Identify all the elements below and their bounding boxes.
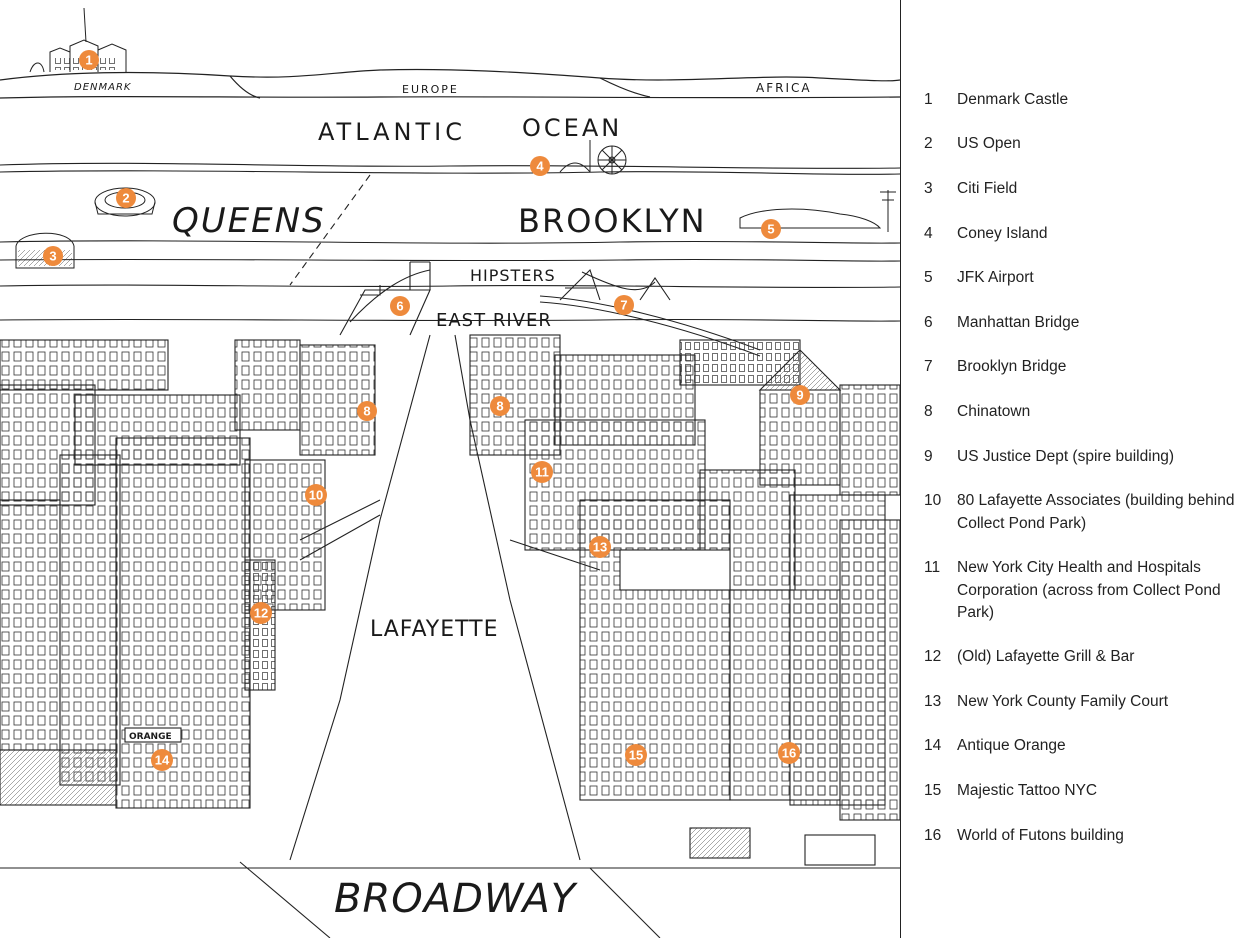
label-ocean: OCEAN bbox=[522, 114, 622, 142]
airport-sketch bbox=[739, 190, 896, 232]
legend-label: New York County Family Court bbox=[957, 693, 1169, 710]
legend-number: 16 bbox=[924, 827, 942, 844]
legend-number: 2 bbox=[924, 135, 933, 152]
ocean-shore bbox=[0, 162, 900, 175]
right-buildings bbox=[469, 334, 900, 866]
legend-number: 5 bbox=[924, 269, 933, 286]
label-east-river: EAST RIVER bbox=[436, 310, 552, 331]
label-africa: AFRICA bbox=[756, 81, 812, 95]
legend-divider bbox=[900, 0, 901, 938]
svg-text:16: 16 bbox=[782, 746, 796, 761]
marker-9[interactable]: 9 bbox=[790, 385, 810, 405]
legend-label: World of Futons building bbox=[957, 827, 1124, 844]
legend-number: 4 bbox=[924, 225, 933, 242]
marker-8-left[interactable]: 8 bbox=[357, 401, 377, 421]
legend-number: 12 bbox=[924, 648, 942, 665]
label-queens: QUEENS bbox=[172, 201, 326, 241]
broadway-street bbox=[0, 861, 900, 938]
svg-text:7: 7 bbox=[620, 298, 627, 313]
storefront-sign: ORANGE bbox=[129, 732, 172, 742]
svg-text:4: 4 bbox=[536, 159, 544, 174]
label-hipsters: HIPSTERS bbox=[470, 266, 556, 285]
svg-text:15: 15 bbox=[629, 748, 643, 763]
svg-text:13: 13 bbox=[593, 540, 607, 555]
svg-text:10: 10 bbox=[309, 488, 323, 503]
marker-5[interactable]: 5 bbox=[761, 219, 781, 239]
label-brooklyn: BROOKLYN bbox=[518, 202, 707, 240]
legend-label: Coney Island bbox=[957, 225, 1048, 242]
svg-text:5: 5 bbox=[767, 222, 774, 237]
east-river bbox=[0, 258, 900, 322]
legend-number: 8 bbox=[924, 403, 933, 420]
legend-label: 80 Lafayette Associates (building behind… bbox=[957, 492, 1235, 532]
legend-label: Brooklyn Bridge bbox=[957, 358, 1067, 375]
svg-text:8: 8 bbox=[363, 404, 370, 419]
left-buildings bbox=[0, 339, 376, 809]
legend-number: 11 bbox=[924, 559, 941, 576]
label-atlantic: ATLANTIC bbox=[318, 118, 466, 146]
label-denmark: DENMARK bbox=[74, 82, 132, 93]
label-europe: EUROPE bbox=[402, 83, 459, 96]
legend-label: Chinatown bbox=[957, 403, 1031, 420]
legend-label: US Open bbox=[957, 135, 1021, 152]
marker-13[interactable]: 13 bbox=[589, 536, 611, 558]
legend-label: Denmark Castle bbox=[957, 91, 1069, 108]
illustrated-map: DENMARK EUROPE AFRICA ATLANTIC OCEAN QUE… bbox=[0, 7, 900, 938]
svg-text:6: 6 bbox=[396, 299, 403, 314]
boroughs-band bbox=[0, 174, 900, 289]
marker-1[interactable]: 1 bbox=[79, 50, 99, 70]
svg-text:1: 1 bbox=[85, 53, 92, 68]
legend-number: 7 bbox=[924, 358, 933, 375]
castle-sketch bbox=[29, 7, 127, 73]
legend-label: Manhattan Bridge bbox=[957, 314, 1080, 331]
legend-number: 15 bbox=[924, 782, 942, 799]
marker-10[interactable]: 10 bbox=[305, 484, 327, 506]
ferris-wheel-sketch bbox=[559, 140, 627, 175]
marker-6[interactable]: 6 bbox=[390, 296, 410, 316]
marker-2[interactable]: 2 bbox=[116, 188, 136, 208]
svg-text:3: 3 bbox=[49, 249, 56, 264]
svg-text:9: 9 bbox=[796, 388, 803, 403]
marker-7[interactable]: 7 bbox=[614, 295, 634, 315]
legend-label: Majestic Tattoo NYC bbox=[957, 782, 1098, 799]
map-legend: 1 Denmark Castle 2 US Open 3 Citi Field 4 Co… bbox=[900, 0, 1240, 938]
label-lafayette: LAFAYETTE bbox=[370, 617, 499, 642]
marker-8-right[interactable]: 8 bbox=[490, 396, 510, 416]
svg-text:2: 2 bbox=[122, 191, 129, 206]
svg-text:12: 12 bbox=[254, 606, 268, 621]
legend-number: 6 bbox=[924, 314, 933, 331]
legend-label: Citi Field bbox=[957, 180, 1018, 197]
legend-label: New York City Health and Hospitals Corpo… bbox=[957, 559, 1221, 621]
manhattan-bridge-sketch bbox=[339, 261, 431, 336]
marker-14[interactable]: 14 bbox=[151, 749, 173, 771]
legend-label: US Justice Dept (spire building) bbox=[957, 448, 1175, 465]
svg-text:11: 11 bbox=[535, 465, 549, 480]
marker-11[interactable]: 11 bbox=[531, 461, 553, 483]
marker-4[interactable]: 4 bbox=[530, 156, 550, 176]
horizon-land bbox=[0, 68, 900, 99]
legend-number: 10 bbox=[924, 492, 942, 509]
legend-label: Antique Orange bbox=[957, 737, 1066, 754]
marker-3[interactable]: 3 bbox=[43, 246, 63, 266]
legend-number: 3 bbox=[924, 180, 933, 197]
legend-number: 13 bbox=[924, 693, 942, 710]
legend-number: 1 bbox=[924, 91, 933, 108]
marker-12[interactable]: 12 bbox=[250, 602, 272, 624]
legend-label: JFK Airport bbox=[957, 269, 1034, 286]
marker-16[interactable]: 16 bbox=[778, 742, 800, 764]
legend-number: 9 bbox=[924, 448, 933, 465]
legend-number: 14 bbox=[924, 737, 942, 754]
marker-15[interactable]: 15 bbox=[625, 744, 647, 766]
legend-label: (Old) Lafayette Grill & Bar bbox=[957, 648, 1135, 665]
label-broadway: BROADWAY bbox=[334, 876, 579, 922]
svg-text:14: 14 bbox=[155, 753, 170, 768]
svg-text:8: 8 bbox=[496, 399, 503, 414]
